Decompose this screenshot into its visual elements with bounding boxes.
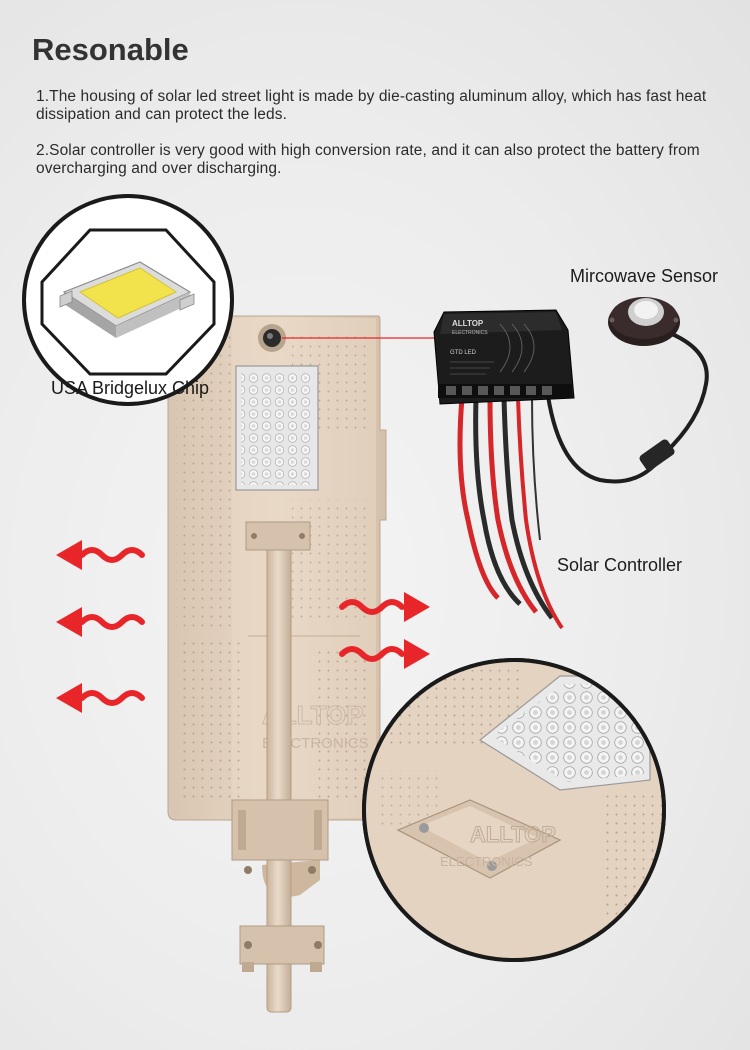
mounting-pole	[231, 521, 329, 1013]
heat-dissipation-arrows	[56, 540, 430, 713]
microwave-sensor-icon	[608, 297, 680, 346]
controller-type: GTD LED	[450, 350, 477, 356]
solar-controller-device: ALLTOP ELECTRONICS GTD LED	[433, 309, 709, 630]
wavy-arrow-icon	[339, 592, 430, 622]
zoom-watermark-sub: ELECTRONICS	[440, 854, 533, 869]
wavy-arrow-icon	[56, 607, 145, 637]
chip-zoom-detail	[22, 194, 234, 406]
sensor-label: Mircowave Sensor	[570, 266, 719, 286]
wavy-arrow-icon	[56, 540, 145, 570]
page-title: Resonable	[32, 32, 189, 67]
controller-description: 2.Solar controller is very good with hig…	[36, 142, 700, 177]
housing-description: 1.The housing of solar led street light …	[36, 88, 707, 123]
chip-label: USA Bridgelux Chip	[50, 378, 210, 398]
zoom-watermark: ALLTOP	[470, 822, 556, 847]
controller-label: Solar Controller	[557, 555, 683, 575]
wavy-arrow-icon	[339, 639, 430, 669]
wavy-arrow-icon	[56, 683, 145, 713]
controller-brand-sub: ELECTRONICS	[452, 330, 488, 336]
controller-brand: ALLTOP	[452, 319, 484, 328]
smd-led-chip-icon	[59, 261, 195, 338]
housing-zoom-detail: ALLTOP ELECTRONICS	[362, 658, 666, 962]
